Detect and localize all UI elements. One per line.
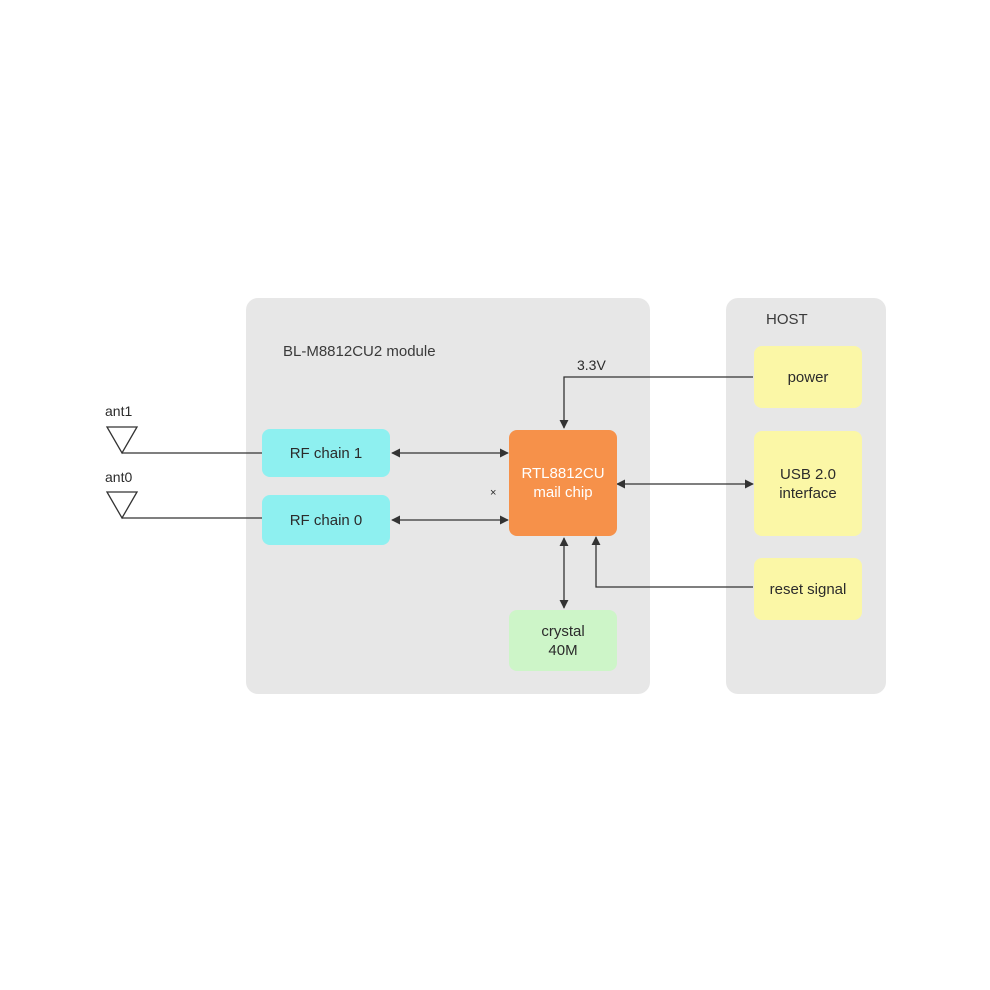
power-chip-link — [559, 376, 753, 429]
host-title: HOST — [766, 311, 808, 328]
reset-chip-link — [591, 536, 753, 588]
usb-interface-block: USB 2.0 interface — [754, 431, 862, 536]
usb-label: USB 2.0 — [780, 465, 836, 483]
rf-chain-0-label: RF chain 0 — [289, 511, 363, 529]
ant1-label: ant1 — [105, 403, 133, 419]
interface-label: interface — [779, 484, 837, 502]
chip-desc-label: mail chip — [533, 484, 593, 501]
rf-chain-0-block: RF chain 0 — [262, 495, 390, 545]
reset-signal-block: reset signal — [754, 558, 862, 620]
antenna-ant1-icon — [105, 426, 262, 455]
module-title: BL-M8812CU2 module — [283, 343, 436, 360]
crystal-block: crystal 40M — [509, 610, 617, 671]
main-chip-block: RTL8812CU mail chip — [509, 430, 617, 536]
reset-signal-label: reset signal — [769, 580, 847, 598]
chip-name-label: RTL8812CU — [521, 465, 605, 482]
crystal-label: crystal — [541, 622, 585, 640]
mark-symbol: × — [490, 487, 497, 499]
ant0-label: ant0 — [105, 469, 133, 485]
power-label: power — [787, 368, 829, 386]
rf-chain-1-label: RF chain 1 — [289, 444, 363, 462]
antenna-ant0-icon — [105, 491, 262, 520]
crystal-frequency-label: 40M — [548, 641, 578, 659]
voltage-label: 3.3V — [577, 357, 606, 373]
rf-chain-1-block: RF chain 1 — [262, 429, 390, 477]
power-block: power — [754, 346, 862, 408]
